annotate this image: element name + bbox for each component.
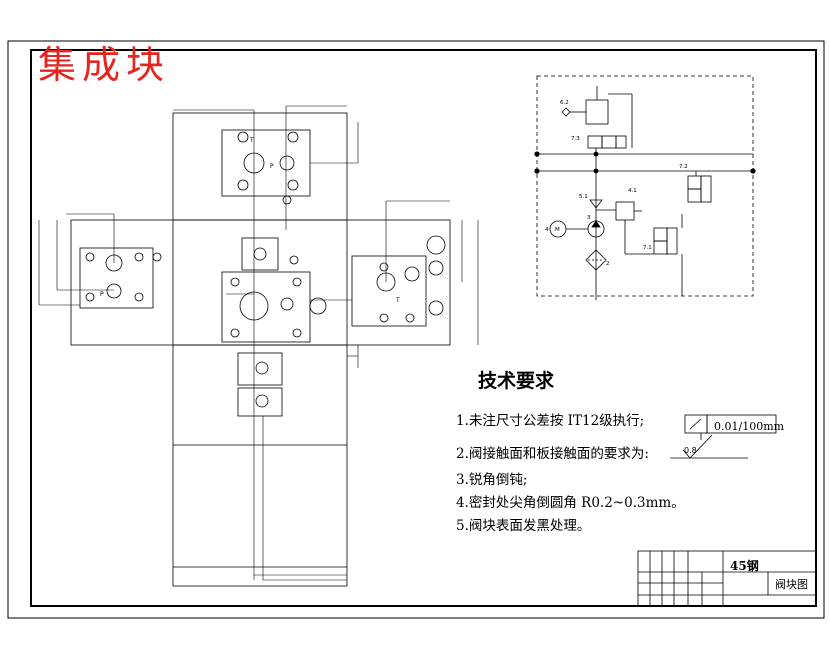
schematic-labels: 6.2 7.3 5.1 4.1 4 M 3 2 7.1 7.2 <box>545 100 688 267</box>
roughness-value: 0.8 <box>684 446 697 455</box>
svg-text:M: M <box>555 227 560 233</box>
stamp-title: 集成块 <box>38 43 171 87</box>
outer-frame <box>7 40 825 619</box>
title-block-material: 45钢 <box>730 559 759 573</box>
inner-frame <box>30 49 817 607</box>
requirement-item-5: 5.阀块表面发黑处理。 <box>456 518 591 534</box>
hydraulic-schematic <box>534 75 756 300</box>
technical-requirements-title: 技术要求 <box>478 370 555 392</box>
requirement-item-3: 3.锐角倒钝; <box>456 472 528 488</box>
dimension-lines <box>38 105 479 581</box>
svg-text:4.1: 4.1 <box>628 188 637 194</box>
valve-block-view <box>70 112 451 587</box>
svg-text:5.1: 5.1 <box>579 194 588 200</box>
title-block <box>637 550 817 607</box>
svg-text:P: P <box>100 291 104 298</box>
svg-text:T: T <box>249 137 254 144</box>
requirement-item-1: 1.未注尺寸公差按 IT12级执行; <box>456 413 645 429</box>
port-labels: P T P T <box>100 137 400 304</box>
svg-text:6.2: 6.2 <box>560 100 569 106</box>
svg-text:4: 4 <box>545 227 549 233</box>
requirement-item-2: 2.阀接触面和板接触面的要求为: <box>456 446 649 462</box>
svg-text:T: T <box>395 297 400 304</box>
title-block-drawing-name: 阀块图 <box>775 578 808 591</box>
svg-text:2: 2 <box>606 261 610 267</box>
svg-text:P: P <box>270 163 274 170</box>
svg-text:7.3: 7.3 <box>571 136 580 142</box>
flatness-tolerance-frame <box>670 414 777 459</box>
svg-text:7.2: 7.2 <box>679 164 688 170</box>
svg-text:7.1: 7.1 <box>643 245 652 251</box>
svg-text:3: 3 <box>587 215 591 221</box>
tolerance-value: 0.01/100mm <box>714 420 785 433</box>
requirement-item-4: 4.密封处尖角倒圆角 R0.2~0.3mm。 <box>456 495 685 511</box>
